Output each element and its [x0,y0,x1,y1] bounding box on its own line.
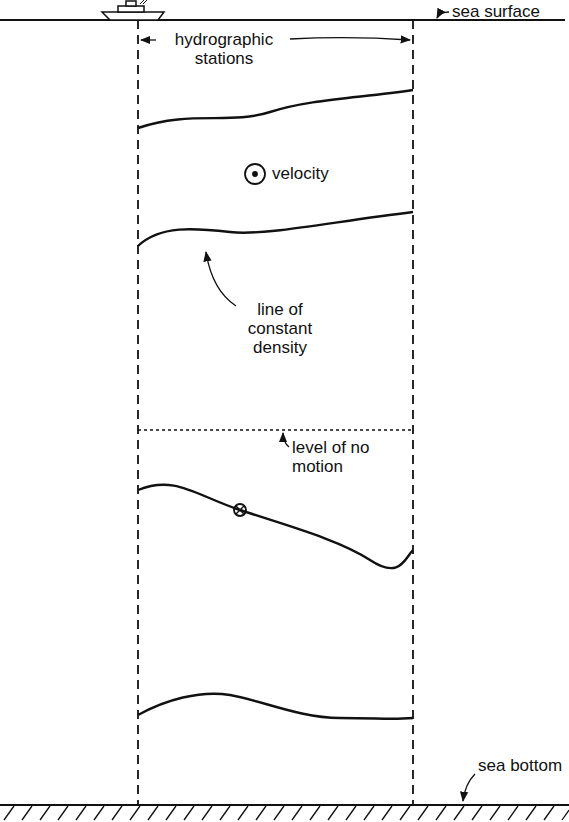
leader-line [283,433,289,447]
velocity-out-symbol [245,164,265,184]
sea-bottom-line [0,804,569,806]
station-line [137,20,139,804]
leader-line [290,38,410,40]
velocity-out-symbol [253,172,257,176]
ship-icon [102,0,164,20]
surface-label: sea surface [452,2,540,21]
station-label: hydrographic stations [158,30,290,68]
leader-line [437,12,449,18]
bottom-label: sea bottom [478,756,562,775]
density-line [138,212,413,246]
leader-line [206,252,236,306]
leader-line [141,39,156,40]
velocity-in-symbol [234,504,246,516]
density-line [138,694,413,719]
station-line [412,20,414,804]
density-line [138,90,413,128]
no-motion-label: level of no motion [292,438,382,476]
leader-line [463,774,475,801]
density-line [138,485,413,568]
bottom-hatch [4,806,569,820]
no-motion-line [138,429,413,430]
density-label: line of constant density [238,300,322,357]
velocity-label: velocity [272,164,329,183]
